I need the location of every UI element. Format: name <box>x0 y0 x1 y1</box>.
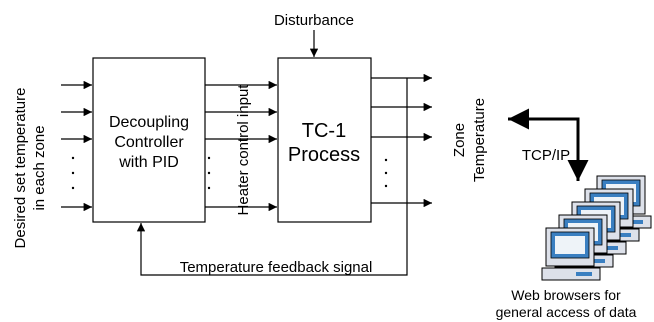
setpoint-label-1: Desired set temperature <box>12 88 29 249</box>
computer-stack-icon <box>541 175 652 281</box>
web-label-2: general access of data <box>496 304 637 320</box>
process-label-2: Process <box>288 144 360 166</box>
disturbance-label: Disturbance <box>274 12 354 29</box>
zone-label-1: Zone <box>451 123 468 157</box>
process-label-1: TC-1 <box>302 120 346 142</box>
controller-label-1: Decoupling <box>109 114 189 131</box>
feedback-label: Temperature feedback signal <box>180 259 373 276</box>
setpoint-label-2: in each zone <box>31 125 48 210</box>
controller-box <box>92 57 206 223</box>
feedback-path <box>136 78 408 276</box>
process-box <box>277 57 372 223</box>
controller-block: Decoupling Controller with PID <box>92 57 206 223</box>
heater-label: Heater control input <box>235 84 252 216</box>
controller-label-2: Controller <box>114 134 184 151</box>
output-ellipsis <box>384 158 388 188</box>
process-block: TC-1 Process <box>277 57 372 223</box>
web-label-1: Web browsers for <box>511 287 621 303</box>
setpoint-ellipsis <box>71 156 75 190</box>
heater-arrows <box>205 80 277 212</box>
zone-label-2: Temperature <box>471 98 488 182</box>
setpoint-arrows <box>61 80 92 212</box>
controller-label-3: with PID <box>118 154 179 171</box>
output-arrows <box>371 73 432 208</box>
tcpip-label: TCP/IP <box>522 147 570 164</box>
tcpip-link <box>508 108 589 181</box>
heater-ellipsis <box>207 156 211 190</box>
